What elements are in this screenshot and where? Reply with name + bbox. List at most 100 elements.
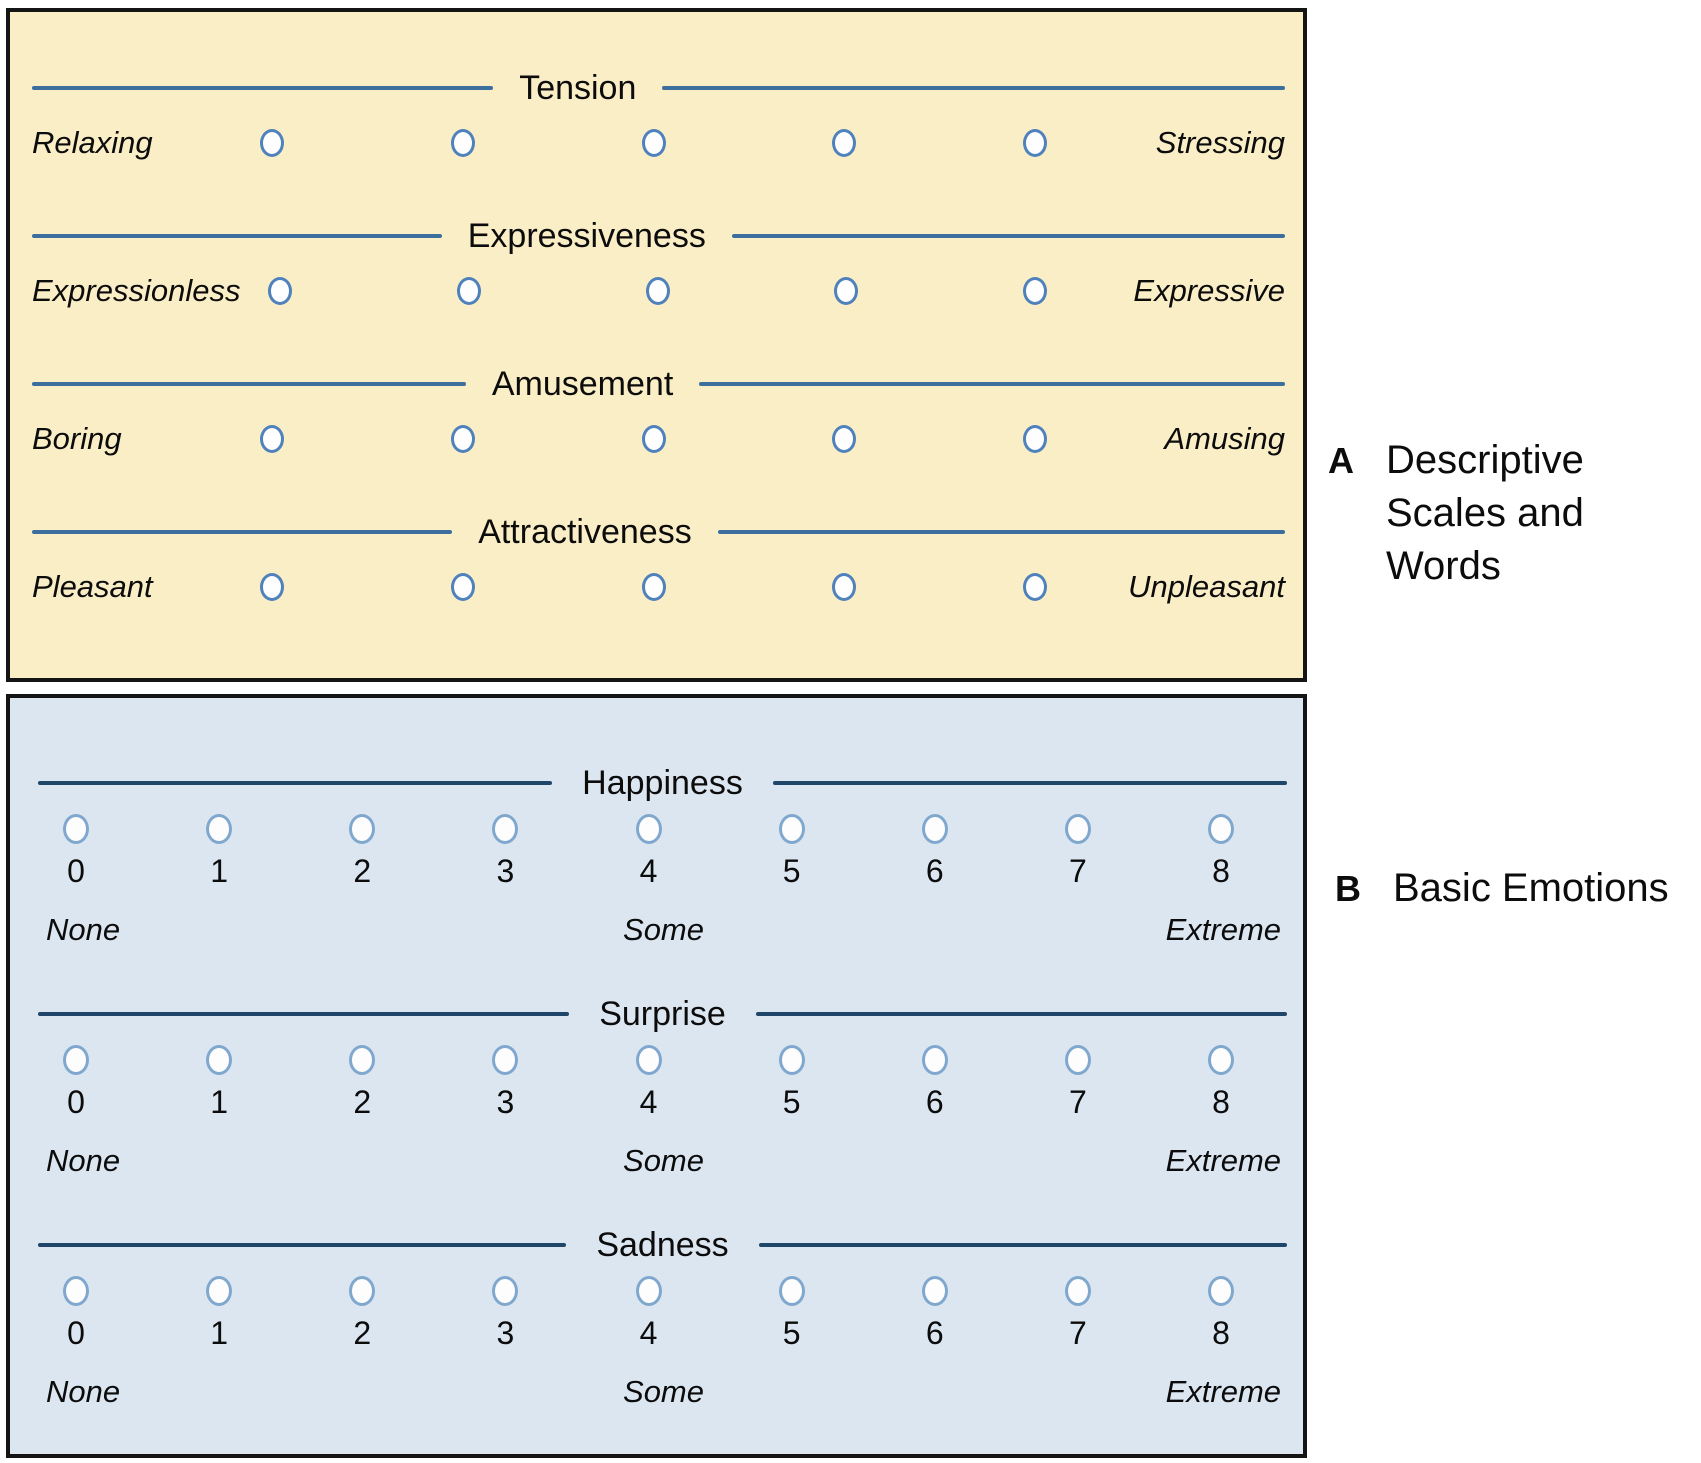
radio-option[interactable] <box>349 814 376 844</box>
scale-header: Attractiveness <box>10 510 1303 554</box>
descriptive-scale: Expressiveness Expressionless Expressive <box>10 214 1303 308</box>
anchor-extreme: Extreme <box>1165 1143 1282 1178</box>
radio-option[interactable] <box>921 1045 948 1075</box>
radio-option[interactable] <box>206 1045 233 1075</box>
point-number-label: 2 <box>353 1315 372 1351</box>
scale-point: 1 <box>197 1045 241 1120</box>
radio-option[interactable] <box>641 129 666 157</box>
radio-option[interactable] <box>457 277 482 305</box>
scale-point: 7 <box>1056 1045 1100 1120</box>
radio-option[interactable] <box>641 425 666 453</box>
radio-option[interactable] <box>778 1045 805 1075</box>
scale-point: 5 <box>770 814 814 889</box>
scale-options-row: Relaxing Stressing <box>10 125 1303 160</box>
scale-point: 4 <box>627 1045 671 1120</box>
radio-option[interactable] <box>268 277 293 305</box>
point-number-label: 0 <box>67 1084 85 1120</box>
radio-option[interactable] <box>635 1045 662 1075</box>
radio-option[interactable] <box>450 129 475 157</box>
radio-option[interactable] <box>206 814 233 844</box>
radio-option[interactable] <box>260 573 284 601</box>
radio-option[interactable] <box>492 1276 519 1306</box>
scale-point: 4 <box>627 814 671 889</box>
scale-point: 4 <box>627 1276 671 1351</box>
radio-option[interactable] <box>921 814 948 844</box>
scale-right-anchor: Amusing <box>1164 421 1285 456</box>
point-number-label: 5 <box>782 1315 801 1351</box>
scale-point: 8 <box>1199 1276 1243 1351</box>
point-number-label: 0 <box>67 853 85 889</box>
panel-b-letter: B <box>1335 868 1361 909</box>
radio-group <box>232 425 1075 453</box>
radio-option[interactable] <box>1022 277 1047 305</box>
radio-option[interactable] <box>635 814 662 844</box>
point-number-label: 0 <box>67 1315 85 1351</box>
radio-option[interactable] <box>1023 425 1047 453</box>
radio-option[interactable] <box>921 1276 948 1306</box>
radio-option[interactable] <box>834 277 859 305</box>
scale-line-right <box>717 530 1285 534</box>
scale-point: 2 <box>340 1045 384 1120</box>
radio-option[interactable] <box>645 277 670 305</box>
radio-option[interactable] <box>635 1276 662 1306</box>
radio-option[interactable] <box>349 1276 376 1306</box>
radio-option[interactable] <box>492 814 519 844</box>
anchor-words-row: None Some Extreme <box>10 911 1303 949</box>
scale-point: 1 <box>197 814 241 889</box>
radio-option[interactable] <box>492 1045 519 1075</box>
radio-option[interactable] <box>63 1045 89 1075</box>
scale-left-anchor: Expressionless <box>32 273 241 308</box>
radio-option[interactable] <box>1208 814 1234 844</box>
radio-option[interactable] <box>1064 1276 1091 1306</box>
radio-option[interactable] <box>260 425 284 453</box>
radio-option[interactable] <box>63 814 89 844</box>
scale-header: Sadness <box>10 1223 1303 1267</box>
scale-point: 7 <box>1056 1276 1100 1351</box>
scale-line-right <box>755 1012 1287 1016</box>
point-number-label: 4 <box>639 853 658 889</box>
radio-option[interactable] <box>349 1045 376 1075</box>
scale-point: 6 <box>913 1276 957 1351</box>
panel-descriptive-scales: Tension Relaxing Stressing Expressivenes… <box>6 8 1307 682</box>
anchor-words-row: None Some Extreme <box>10 1373 1303 1411</box>
scale-line-left <box>38 781 553 785</box>
radio-option[interactable] <box>1023 129 1047 157</box>
scale-line-right <box>699 382 1285 386</box>
radio-option[interactable] <box>1208 1045 1234 1075</box>
radio-option[interactable] <box>206 1276 233 1306</box>
radio-option[interactable] <box>260 129 284 157</box>
radio-option[interactable] <box>1023 573 1047 601</box>
radio-option[interactable] <box>641 573 666 601</box>
anchor-none: None <box>46 1143 121 1178</box>
scale-line-left <box>38 1012 570 1016</box>
radio-option[interactable] <box>832 129 857 157</box>
scale-left-anchor: Boring <box>32 421 122 456</box>
scale-line-right <box>772 781 1287 785</box>
point-number-label: 3 <box>496 853 515 889</box>
radio-option[interactable] <box>832 425 857 453</box>
point-number-label: 1 <box>210 1315 229 1351</box>
scale-title: Amusement <box>491 365 674 403</box>
radio-option[interactable] <box>1208 1276 1234 1306</box>
radio-option[interactable] <box>450 573 475 601</box>
radio-option[interactable] <box>1064 1045 1091 1075</box>
radio-option[interactable] <box>450 425 475 453</box>
scale-header: Happiness <box>10 761 1303 805</box>
point-number-label: 4 <box>639 1315 658 1351</box>
radio-option[interactable] <box>778 1276 805 1306</box>
scale-options-row: Boring Amusing <box>10 421 1303 456</box>
point-number-label: 8 <box>1212 1315 1230 1351</box>
radio-option[interactable] <box>63 1276 89 1306</box>
radio-option[interactable] <box>778 814 805 844</box>
scale-point: 0 <box>54 814 98 889</box>
point-number-label: 1 <box>210 1084 229 1120</box>
scale-left-anchor: Relaxing <box>32 125 153 160</box>
scale-point: 6 <box>913 814 957 889</box>
radio-option[interactable] <box>1064 814 1091 844</box>
panel-b-caption-text: Basic Emotions <box>1393 866 1669 910</box>
radio-option[interactable] <box>832 573 857 601</box>
